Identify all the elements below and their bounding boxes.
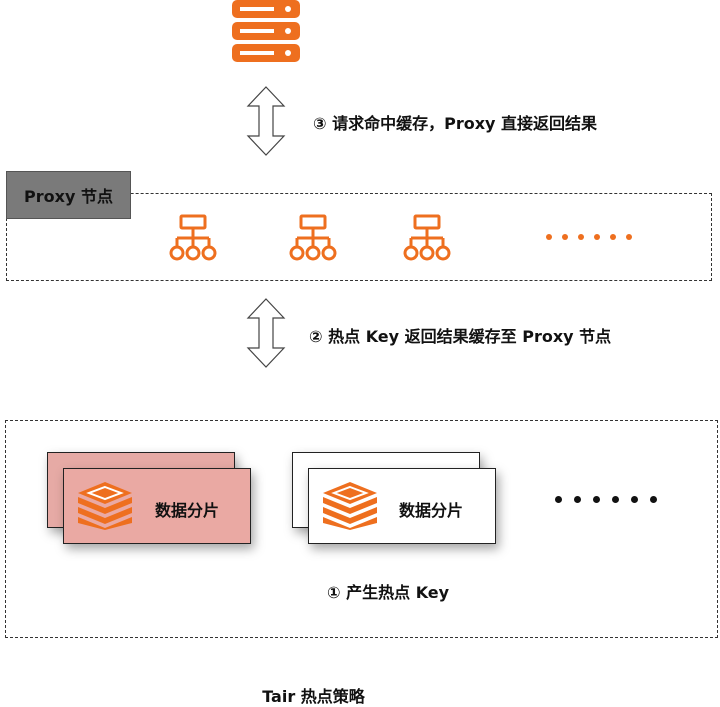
double-arrow-icon [246,298,286,368]
proxy-region [6,193,712,281]
step3-label: ③ 请求命中缓存，Proxy 直接返回结果 [313,114,598,133]
cube-stack-icon [78,482,132,530]
ellipsis-dots [555,496,657,503]
proxy-node-icon [403,214,451,261]
ellipsis-dots [546,234,632,240]
step2-label: ② 热点 Key 返回结果缓存至 Proxy 节点 [309,327,612,346]
diagram-caption: Tair 热点策略 [262,687,365,706]
proxy-node-icon [289,214,337,261]
data-region [5,420,718,638]
shard-label: 数据分片 [399,501,464,520]
proxy-node-icon [169,214,217,261]
proxy-tag: Proxy 节点 [6,171,131,219]
cube-stack-icon [323,482,377,530]
double-arrow-icon [246,86,286,156]
server-icon [232,0,300,62]
step1-label: ① 产生热点 Key [327,583,450,602]
shard-label: 数据分片 [155,501,220,520]
